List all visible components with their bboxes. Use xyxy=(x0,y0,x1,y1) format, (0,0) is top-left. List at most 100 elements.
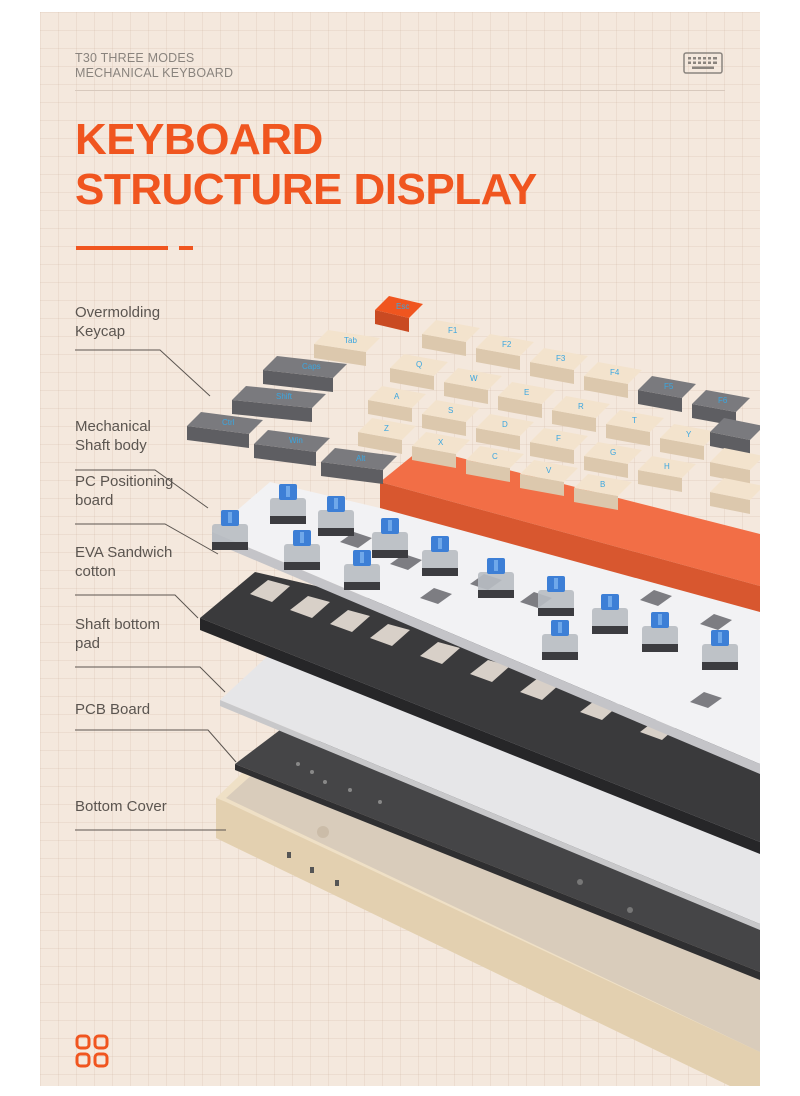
header-divider xyxy=(75,90,725,91)
keycap-legend: F4 xyxy=(610,368,620,377)
keycap-legend: D xyxy=(502,420,508,429)
title-accent-bar xyxy=(76,246,168,250)
label-pc-positioning-board: PC Positioning board xyxy=(75,472,173,510)
keycap-legend: R xyxy=(578,402,584,411)
keycap-legend: F1 xyxy=(448,326,458,335)
keycap-legend: S xyxy=(448,406,453,415)
label-line: pad xyxy=(75,635,101,652)
keycap: Alt xyxy=(321,448,397,484)
keycap-legend: Tab xyxy=(344,336,357,345)
keycap-legend: E xyxy=(524,388,529,397)
switch xyxy=(212,510,248,550)
keycap-legend: F3 xyxy=(556,354,566,363)
keycap-legend: C xyxy=(492,452,498,461)
keycap-legend: V xyxy=(546,466,552,475)
keycap: F4 xyxy=(584,362,642,398)
switch xyxy=(284,530,320,570)
keycap-layer: EscF1F2F3F4F5F6TabQWERTYCapsASDFGHShiftZ… xyxy=(187,296,760,612)
keycap-legend: Shift xyxy=(276,392,293,401)
switch xyxy=(592,594,628,634)
label-line: Keycap xyxy=(75,323,126,340)
keycap-legend: Win xyxy=(289,436,303,445)
keycap: F5 xyxy=(638,376,696,412)
title-line-2: STRUCTURE DISPLAY xyxy=(75,165,537,214)
keycap-legend: X xyxy=(438,438,444,447)
label-eva-sandwich-cotton: EVA Sandwich cotton xyxy=(75,543,172,581)
keycap: Tab xyxy=(314,330,380,366)
leader-lines xyxy=(75,349,237,831)
keycap-legend: F5 xyxy=(664,382,674,391)
switch xyxy=(344,550,380,590)
label-pcb-board: PCB Board xyxy=(75,700,150,719)
keycap-legend: F2 xyxy=(502,340,512,349)
keycap: W xyxy=(444,368,502,404)
keycap: Z xyxy=(358,418,416,454)
keycap: Ctrl xyxy=(187,412,263,448)
keycap: F2 xyxy=(476,334,534,370)
label-overmolding-keycap: Overmolding Keycap xyxy=(75,303,160,341)
keycap: F1 xyxy=(422,320,480,356)
keyboard-icon xyxy=(683,52,723,74)
label-line: PC Positioning xyxy=(75,473,174,490)
switch xyxy=(542,620,578,660)
keycap-legend: Y xyxy=(686,430,692,439)
keycap: H xyxy=(638,456,696,492)
label-line: Mechanical xyxy=(75,418,151,435)
keycap-legend: F6 xyxy=(718,396,728,405)
keycap: R xyxy=(552,396,610,432)
label-line: Overmolding xyxy=(75,304,161,321)
mechanical-switches xyxy=(212,484,738,670)
switch xyxy=(642,612,678,652)
product-panel: T30 THREE MODES MECHANICAL KEYBOARD KEYB… xyxy=(40,12,760,1086)
keycap: G xyxy=(584,442,642,478)
label-line: Bottom Cover xyxy=(75,798,167,815)
label-line: Shaft bottom xyxy=(75,616,161,633)
keycap: Q xyxy=(390,354,448,390)
page-title: KEYBOARD STRUCTURE DISPLAY xyxy=(75,115,537,215)
keycap: Win xyxy=(254,430,330,466)
keycap: V xyxy=(520,460,578,496)
label-line: cotton xyxy=(75,563,116,580)
keycap: D xyxy=(476,414,534,450)
switch xyxy=(702,630,738,670)
keyboard-exploded-illustration: EscF1F2F3F4F5F6TabQWERTYCapsASDFGHShiftZ… xyxy=(75,296,760,1086)
keycap: F3 xyxy=(530,348,588,384)
label-line: Shaft body xyxy=(75,437,147,454)
keycap: X xyxy=(412,432,470,468)
keycap-legend: W xyxy=(470,374,478,383)
brand-line-2: MECHANICAL KEYBOARD xyxy=(75,66,234,80)
keycap: Esc xyxy=(375,296,423,332)
brand-caption: T30 THREE MODES MECHANICAL KEYBOARD xyxy=(75,51,233,81)
label-line: board xyxy=(75,492,114,509)
keycap xyxy=(710,478,760,514)
keycap-legend: Q xyxy=(416,360,422,369)
keycap-legend: B xyxy=(600,480,605,489)
keycap xyxy=(710,418,760,454)
keycap: S xyxy=(422,400,480,436)
keycap: Shift xyxy=(232,386,326,422)
pc-positioning-board-layer xyxy=(212,482,760,774)
keycap-legend: F xyxy=(556,434,561,443)
keycap: C xyxy=(466,446,524,482)
pcb-board-layer xyxy=(235,730,760,980)
keycap-legend: Esc xyxy=(396,302,409,311)
keycap-legend: Ctrl xyxy=(222,418,235,427)
keycap-legend: G xyxy=(610,448,616,457)
keycap-legend: T xyxy=(632,416,637,425)
keycap-legend: H xyxy=(664,462,670,471)
keycap: B xyxy=(574,474,632,510)
switch xyxy=(478,558,514,598)
keycap: Y xyxy=(660,424,718,460)
switch xyxy=(372,518,408,558)
switch xyxy=(538,576,574,616)
keycap-legend: A xyxy=(394,392,400,401)
label-mechanical-shaft: Mechanical Shaft body xyxy=(75,417,151,455)
title-accent-dash xyxy=(179,246,193,250)
switch xyxy=(270,484,306,524)
keycap: T xyxy=(606,410,664,446)
bottom-cover-layer xyxy=(216,756,760,1086)
switch xyxy=(422,536,458,576)
title-line-1: KEYBOARD xyxy=(75,115,323,164)
keycap xyxy=(710,448,760,484)
keycap: F6 xyxy=(692,390,750,426)
